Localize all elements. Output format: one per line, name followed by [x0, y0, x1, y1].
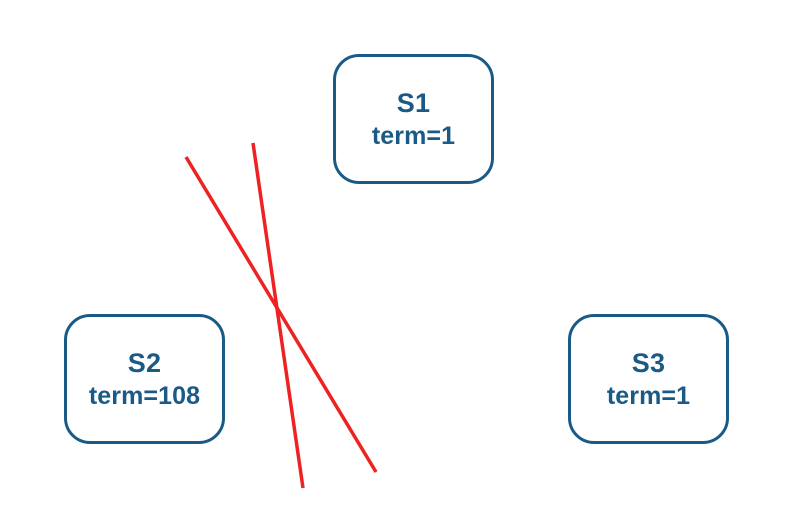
node-s3-title: S3: [631, 348, 666, 379]
node-s2[interactable]: S2 term=108: [64, 314, 225, 444]
edge-2-line: [251, 142, 305, 489]
node-s2-term: term=108: [88, 381, 201, 410]
node-s1-term: term=1: [371, 121, 456, 150]
node-s1[interactable]: S1 term=1: [333, 54, 494, 184]
node-s3[interactable]: S3 term=1: [568, 314, 729, 444]
node-s1-title: S1: [396, 88, 431, 119]
node-s2-title: S2: [127, 348, 162, 379]
node-s3-term: term=1: [606, 381, 691, 410]
